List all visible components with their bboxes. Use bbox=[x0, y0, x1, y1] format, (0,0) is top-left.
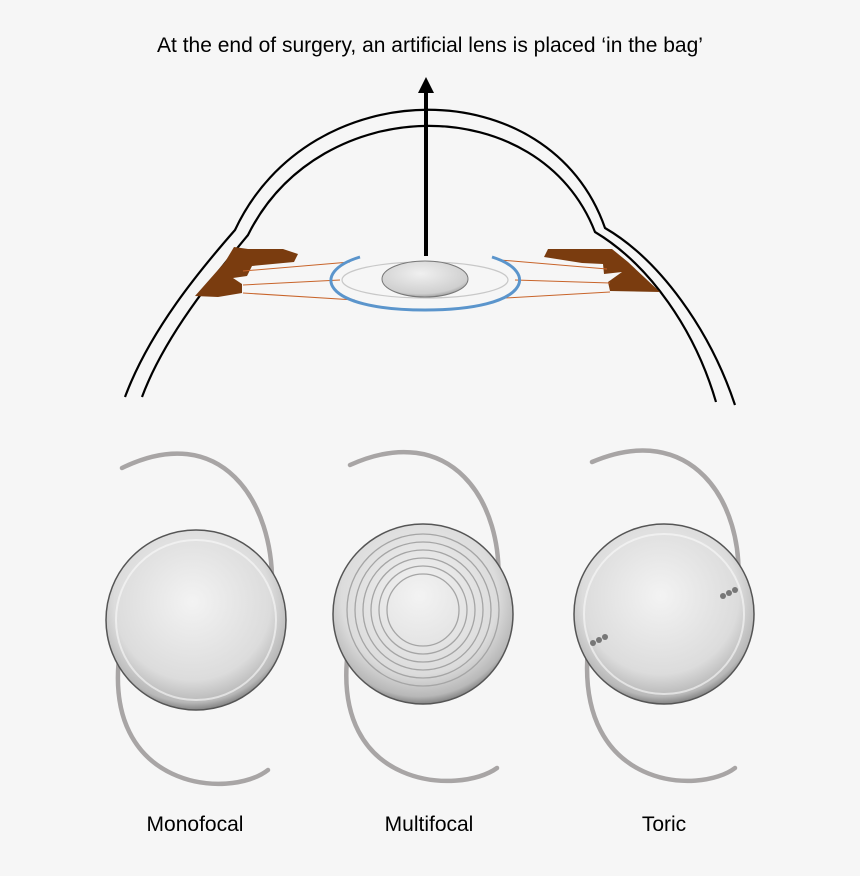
monofocal-haptic-top bbox=[119, 451, 275, 593]
diffractive-rings bbox=[346, 533, 500, 687]
multifocal-haptic-top bbox=[347, 450, 501, 593]
implanted-lens bbox=[381, 260, 469, 298]
capsular-bag bbox=[329, 255, 522, 312]
outer-eye-wall bbox=[123, 108, 737, 406]
toric-haptic-bottom bbox=[584, 645, 738, 784]
insertion-arrow-head bbox=[418, 77, 434, 93]
multifocal-haptic-bottom bbox=[344, 647, 500, 784]
iris-left bbox=[195, 247, 298, 297]
monofocal-label: Monofocal bbox=[146, 813, 244, 836]
multifocal-optic bbox=[332, 523, 514, 705]
monofocal-lens bbox=[105, 451, 287, 787]
monofocal-optic bbox=[105, 529, 287, 711]
toric-lens bbox=[573, 448, 755, 784]
zonules bbox=[242, 259, 611, 301]
toric-axis-marks bbox=[590, 587, 738, 646]
toric-label: Toric bbox=[641, 813, 687, 836]
eye-cross-section bbox=[123, 77, 737, 406]
multifocal-label: Multifocal bbox=[384, 813, 474, 836]
toric-optic bbox=[573, 523, 755, 705]
diagram-caption: At the end of surgery, an artificial len… bbox=[157, 34, 703, 57]
multifocal-lens bbox=[332, 450, 514, 784]
iris-right bbox=[544, 249, 660, 292]
monofocal-haptic-bottom bbox=[115, 647, 271, 787]
toric-haptic-top bbox=[589, 448, 741, 591]
